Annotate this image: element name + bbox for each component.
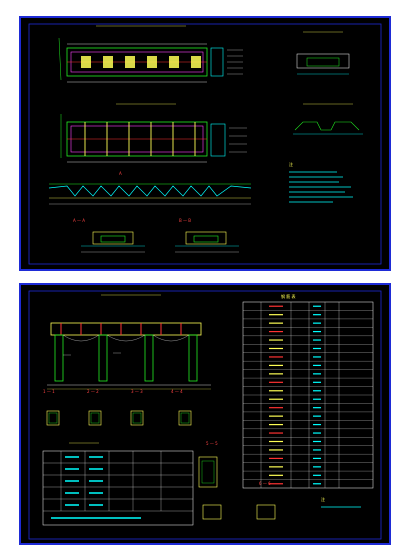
rebar-value-mark (313, 432, 321, 434)
rebar-table: 钢 筋 表 (242, 293, 374, 489)
bottom-note: 注 (321, 496, 361, 508)
section-3: 3 — 3 (130, 389, 144, 426)
sec-4-title: 4 — 4 (171, 389, 183, 394)
right-detail-2 (293, 103, 363, 135)
sec-5-title: 5 — 5 (206, 441, 218, 446)
sec-6-title: 6 — 6 (259, 481, 271, 486)
rebar-shape-mark (269, 305, 283, 307)
sec-2-title: 2 — 2 (87, 389, 99, 394)
rebar-value-mark (313, 305, 321, 307)
rebar-value-mark (313, 314, 321, 316)
section-bb: B — B (175, 218, 239, 253)
rebar-shape-mark (269, 314, 283, 316)
rebar-shape-mark (269, 457, 283, 460)
rebar-value-mark (313, 330, 321, 333)
rebar-value-mark (313, 415, 321, 417)
drawing-sheet-top: A A — A B — B 注 (19, 16, 391, 271)
section-6: 6 — 6 (202, 481, 276, 520)
rebar-shape-mark (269, 364, 283, 367)
rebar-value-mark (313, 364, 321, 367)
rebar-value-mark (313, 322, 321, 324)
rebar-shape-mark (269, 474, 283, 476)
rebar-value-mark (313, 339, 321, 341)
section-aa: A — A (73, 218, 145, 253)
plan-view-1 (58, 25, 243, 83)
frame-elevation (47, 294, 211, 390)
rebar-value-mark (313, 423, 321, 426)
rebar-value-mark (313, 457, 321, 460)
rebar-shape-mark (269, 483, 283, 485)
sheet-bottom-canvas: 1 — 1 2 — 2 3 — 3 4 — 4 (28, 290, 382, 540)
section-5: 5 — 5 (198, 441, 218, 488)
notes-heading: 注 (289, 161, 293, 167)
rebar-shape-mark (269, 466, 283, 468)
rebar-value-mark (313, 449, 321, 451)
right-detail-1 (296, 31, 350, 75)
section-1: 1 — 1 (43, 389, 60, 426)
section-2: 2 — 2 (87, 389, 102, 426)
rebar-value-mark (313, 398, 321, 400)
rebar-shape-mark (269, 407, 283, 409)
rebar-shape-mark (269, 322, 283, 324)
elevation-view: A (48, 171, 252, 205)
rebar-value-mark (313, 373, 321, 375)
rebar-value-mark (313, 466, 321, 468)
rebar-shape-mark (269, 330, 283, 333)
plan-view-2 (60, 103, 247, 163)
rebar-shape-mark (269, 347, 283, 350)
rebar-shape-mark (269, 449, 283, 451)
rebar-value-mark (313, 356, 321, 358)
rebar-shape-mark (269, 423, 283, 426)
sec-1-title: 1 — 1 (43, 389, 55, 394)
bottom-note-heading: 注 (321, 496, 325, 502)
rebar-value-mark (313, 474, 321, 476)
rebar-value-mark (313, 483, 321, 485)
rebar-shape-mark (269, 398, 283, 400)
rebar-shape-mark (269, 390, 283, 392)
rebar-shape-mark (269, 381, 283, 383)
section-mark-left: A (119, 171, 122, 176)
rebar-shape-mark (269, 373, 283, 375)
sheet-top-canvas: A A — A B — B 注 (28, 23, 382, 265)
rebar-value-mark (313, 381, 321, 383)
rebar-table-title: 钢 筋 表 (281, 293, 296, 299)
sec-3-title: 3 — 3 (131, 389, 143, 394)
rebar-value-mark (313, 440, 321, 443)
drawing-sheet-bottom: 1 — 1 2 — 2 3 — 3 4 — 4 (19, 283, 391, 545)
rebar-shape-mark (269, 440, 283, 443)
rebar-shape-mark (269, 432, 283, 434)
rebar-shape-mark (269, 415, 283, 417)
section-aa-title: A — A (73, 218, 85, 223)
inner-frame (28, 290, 382, 540)
section-4: 4 — 4 (171, 389, 192, 426)
notes-block: 注 (289, 161, 353, 203)
rebar-value-mark (313, 407, 321, 409)
rebar-value-mark (313, 390, 321, 392)
small-table (42, 442, 194, 526)
rebar-value-mark (313, 347, 321, 350)
section-bb-title: B — B (179, 218, 191, 223)
rebar-shape-mark (269, 356, 283, 358)
inner-frame (28, 23, 382, 265)
rebar-shape-mark (269, 339, 283, 341)
